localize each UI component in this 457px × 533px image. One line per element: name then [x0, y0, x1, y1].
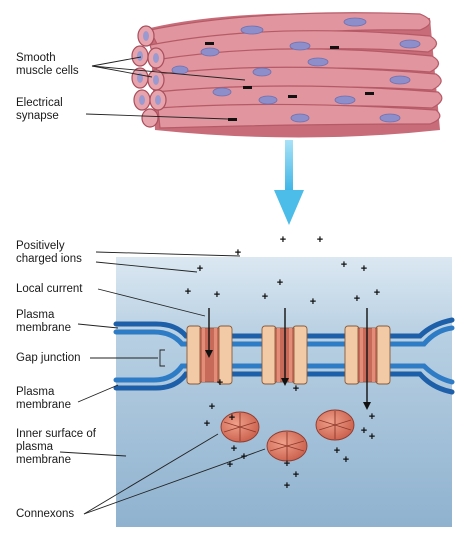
- connexon-2: [267, 431, 307, 461]
- ion-plus-9: +: [277, 277, 283, 289]
- zoom-arrow: [274, 140, 304, 225]
- ion-plus-28: +: [361, 425, 367, 437]
- ion-plus-4: +: [341, 259, 347, 271]
- ion-plus-15: +: [209, 401, 215, 413]
- ion-plus-3: +: [197, 263, 203, 275]
- ion-plus-21: +: [241, 451, 247, 463]
- ion-plus-11: +: [354, 293, 360, 305]
- ion-plus-17: +: [204, 418, 210, 430]
- ion-plus-14: +: [293, 383, 299, 395]
- ion-plus-16: +: [229, 412, 235, 424]
- ion-plus-25: +: [284, 480, 290, 492]
- label-gap-junction: Gap junction: [16, 352, 81, 365]
- ion-plus-0: +: [280, 234, 286, 246]
- ion-plus-5: +: [361, 263, 367, 275]
- ion-plus-26: +: [334, 445, 340, 457]
- ion-plus-8: +: [262, 291, 268, 303]
- ion-plus-18: +: [369, 411, 375, 423]
- ion-plus-10: +: [310, 296, 316, 308]
- ion-plus-22: +: [227, 459, 233, 471]
- ion-plus-7: +: [214, 289, 220, 301]
- ion-plus-13: +: [217, 377, 223, 389]
- ion-plus-27: +: [343, 454, 349, 466]
- ion-plus-2: +: [235, 247, 241, 259]
- ion-plus-6: +: [185, 286, 191, 298]
- connexon-1: [221, 412, 259, 442]
- ion-plus-1: +: [317, 234, 323, 246]
- ion-plus-23: +: [284, 458, 290, 470]
- connexon-3: [316, 410, 354, 440]
- label-local-current: Local current: [16, 283, 82, 296]
- smooth-muscle-bundle: [132, 13, 442, 138]
- gap-junction-channels: [187, 326, 390, 384]
- ion-plus-20: +: [231, 443, 237, 455]
- ion-plus-19: +: [369, 431, 375, 443]
- ion-plus-24: +: [293, 469, 299, 481]
- label-connexons: Connexons: [16, 508, 74, 521]
- ion-plus-12: +: [374, 287, 380, 299]
